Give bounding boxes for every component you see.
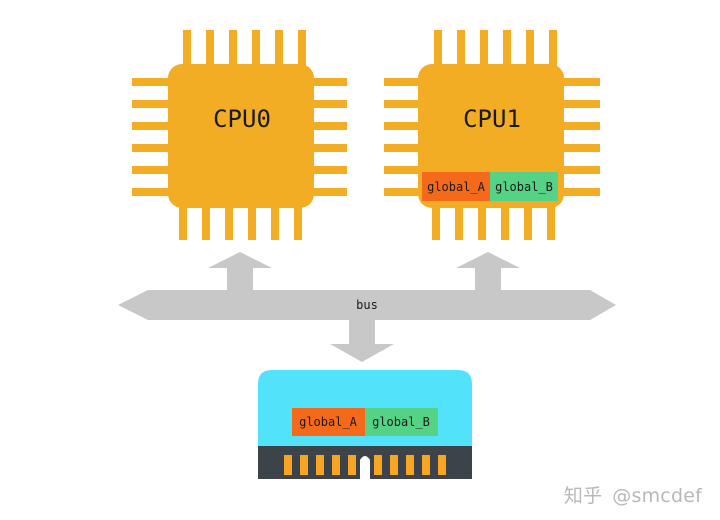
cpu1-pins-left [384,78,426,196]
cpu0-pins-left [132,78,174,196]
bus-label: bus [356,298,378,312]
cpu0-pins-right [305,78,347,196]
watermark-brand: 知乎 [563,485,603,507]
cpu0-pins-top [183,30,306,66]
cpu1-cache-cell-b-label: global_B [495,180,553,194]
cpu0-label: CPU0 [213,105,271,133]
memory-cell-a [292,408,365,436]
memory-contacts [284,455,446,475]
cpu1-pins-bottom [432,204,555,240]
memory-cell-b-label: global_B [372,415,430,429]
cpu1-cache-cell-b [490,172,558,201]
cpu1-pins-top [434,30,557,66]
watermark: 知乎 @smcdef [564,481,702,508]
system-bus: bus [118,252,616,362]
cpu1-cache-cell-a-label: global_A [427,180,486,194]
cpu1-cache-line: global_A global_B [422,172,558,201]
main-memory: global_A global_B [258,370,472,479]
cpu0-pins-bottom [179,204,302,240]
memory-cell-b [365,408,438,436]
cpu1-chip: CPU1 global_A global_B [384,30,600,240]
memory-notch [360,456,370,479]
bus-body [118,252,616,362]
memory-cell-a-label: global_A [299,415,358,429]
cpu1-pins-right [558,78,600,196]
cpu0-chip: CPU0 [132,30,347,240]
cpu0-body [168,64,314,208]
watermark-author: @smcdef [612,485,702,507]
cpu1-label: CPU1 [463,105,521,133]
cpu1-cache-cell-a [422,172,491,201]
